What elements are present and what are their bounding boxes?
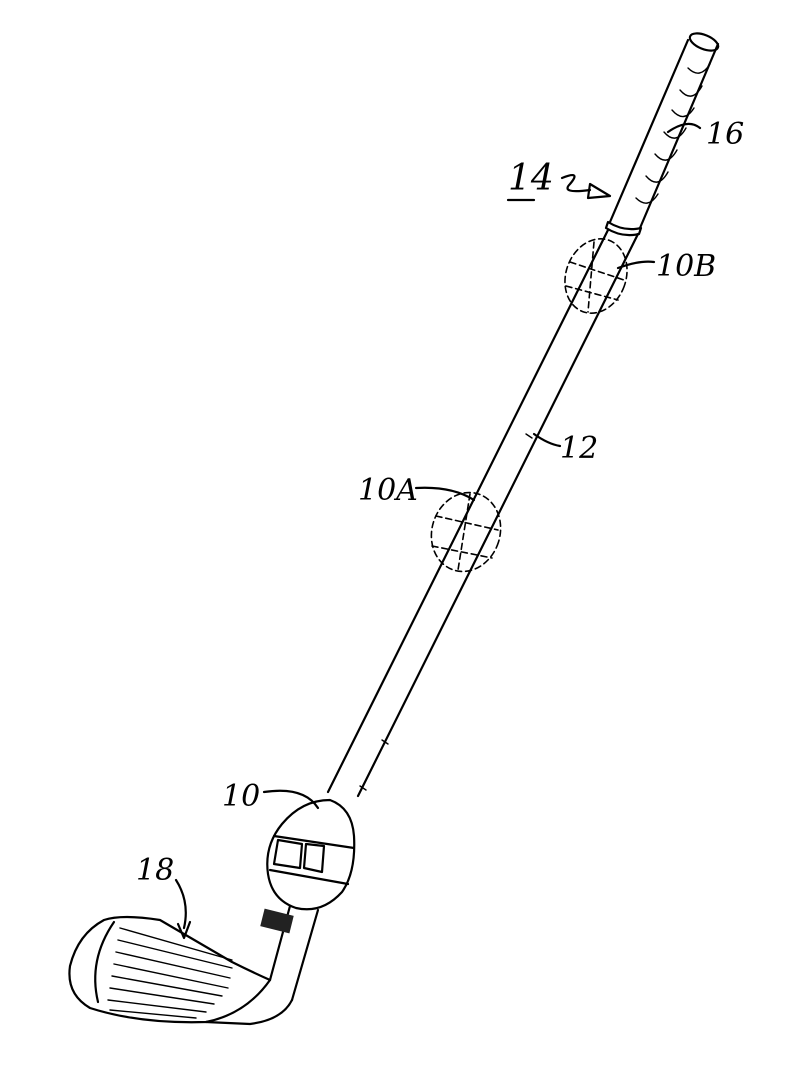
label-weight-lower: 10: [222, 779, 260, 814]
label-club-assembly: 14: [508, 158, 554, 199]
weight-lower: [266, 798, 356, 911]
label-club-face: 18: [136, 853, 174, 888]
club-head: [68, 915, 294, 1026]
label-weight-middle: 10A: [358, 473, 418, 508]
grip: [604, 32, 720, 237]
weight-upper-dashed: [564, 238, 628, 314]
label-shaft: 12: [560, 431, 598, 466]
weight-middle-dashed: [430, 491, 502, 573]
label-weight-upper: 10B: [656, 249, 716, 284]
shaft: [326, 228, 640, 798]
hosel: [260, 904, 320, 1002]
club-face-grooves: [107, 927, 233, 1019]
leader-lines: [174, 122, 702, 940]
label-grip: 16: [706, 117, 744, 152]
